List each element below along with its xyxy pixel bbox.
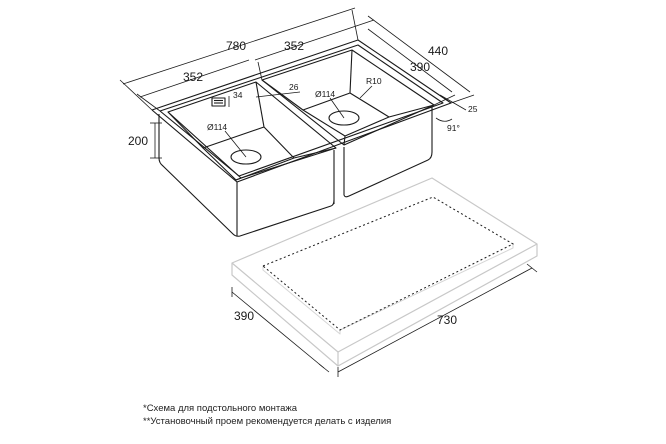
cutout-opening xyxy=(262,196,515,331)
dim-overall-depth: 440 xyxy=(428,44,448,58)
dim-overflow: 34 xyxy=(233,90,243,100)
dim-drain-left: Ø114 xyxy=(207,122,227,132)
dim-angle: 91° xyxy=(447,123,460,133)
dim-height: 200 xyxy=(128,134,148,148)
overflow-grille xyxy=(211,97,226,107)
cutout-dimensions: 390 730 xyxy=(231,263,538,377)
dim-right-bowl-top: 352 xyxy=(284,39,304,53)
note-mounting: *Схема для подстольного монтажа xyxy=(143,403,298,414)
dim-gap: 26 xyxy=(289,82,299,92)
left-bowl xyxy=(158,81,337,237)
note-cutout: **Установочный проем рекомендуется делат… xyxy=(143,416,392,427)
dim-cutout-width: 730 xyxy=(437,313,457,327)
dimension-labels: 780 352 352 440 390 200 34 26 Ø114 Ø114 … xyxy=(128,39,478,148)
dim-overall-width: 780 xyxy=(226,39,246,53)
dimension-lines xyxy=(119,7,475,159)
dim-drain-right: Ø114 xyxy=(315,89,335,99)
dim-cutout-depth: 390 xyxy=(234,309,254,323)
right-bowl xyxy=(261,49,435,198)
dim-rim: 25 xyxy=(468,104,478,114)
dim-bowl-depth: 390 xyxy=(410,60,430,74)
dim-left-bowl-top: 352 xyxy=(183,70,203,84)
dim-radius: R10 xyxy=(366,76,382,86)
countertop-cutout xyxy=(231,177,538,367)
